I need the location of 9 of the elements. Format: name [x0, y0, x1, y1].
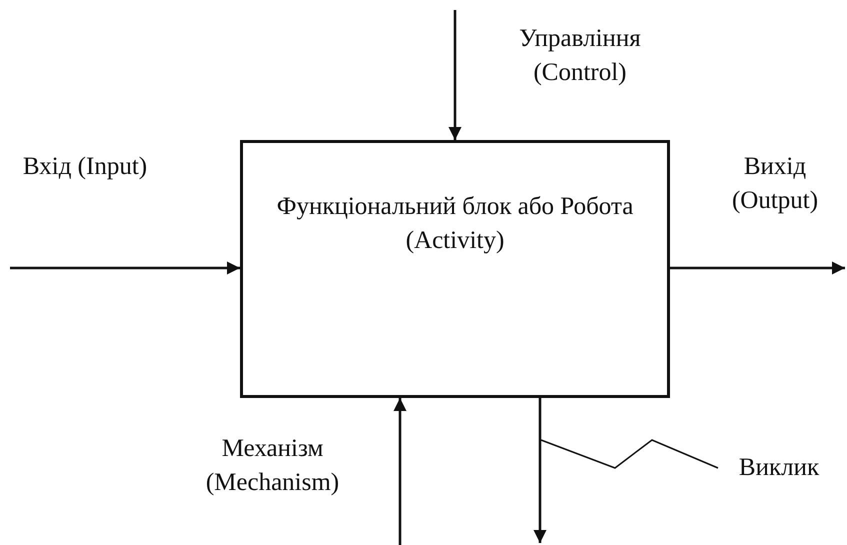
arrow	[10, 262, 240, 274]
activity-box	[240, 140, 670, 398]
arrow	[448, 10, 462, 140]
arrow	[670, 262, 845, 274]
arrow	[394, 398, 406, 545]
box-text: Функціональний блок або Робота (Activity)	[276, 192, 634, 256]
arrow	[534, 398, 546, 543]
call-label: Виклик	[718, 448, 840, 488]
leader-line	[540, 439, 718, 469]
